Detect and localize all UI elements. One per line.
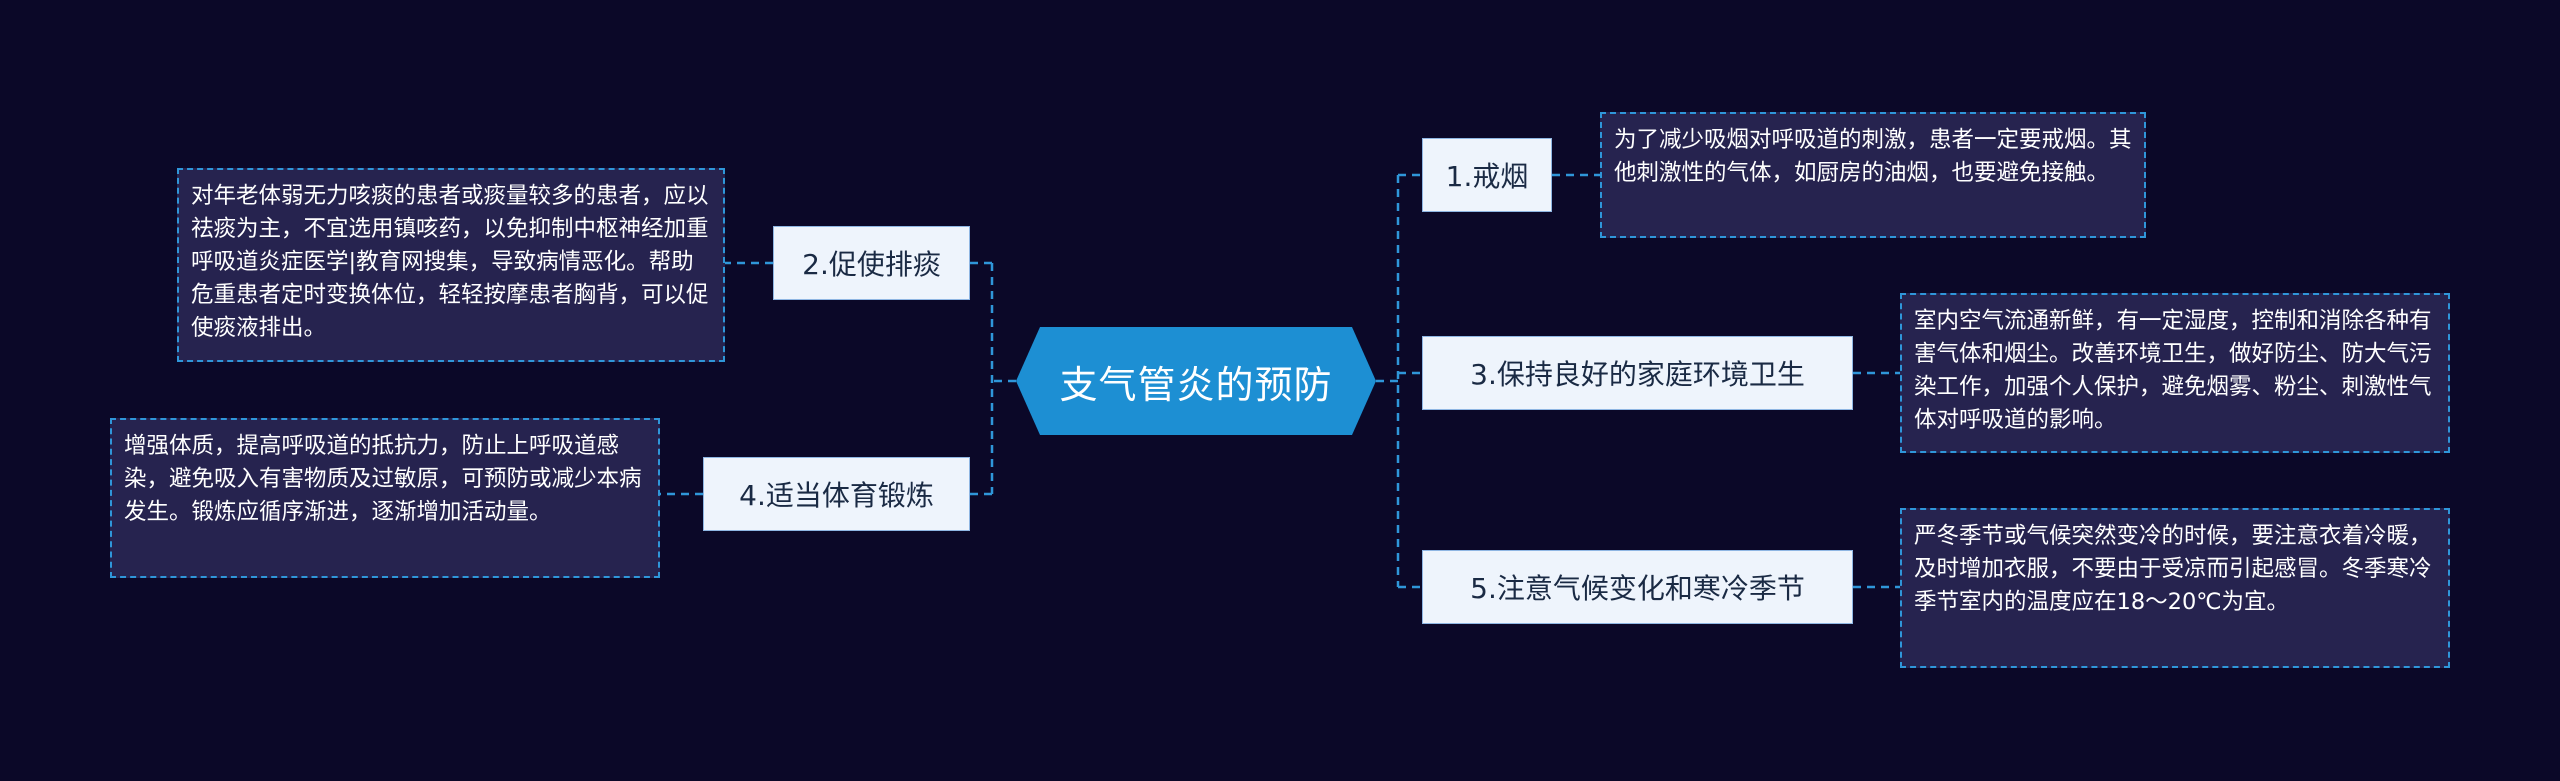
branch-quit-smoking-label: 1.戒烟	[1445, 160, 1529, 193]
leaf-exercise: 增强体质，提高呼吸道的抵抗力，防止上呼吸道感染，避免吸入有害物质及过敏原，可预防…	[110, 418, 660, 578]
leaf-promote-expectoration: 对年老体弱无力咳痰的患者或痰量较多的患者，应以祛痰为主，不宜选用镇咳药，以免抑制…	[177, 168, 725, 362]
leaf-quit-smoking: 为了减少吸烟对呼吸道的刺激，患者一定要戒烟。其他刺激性的气体，如厨房的油烟，也要…	[1600, 112, 2146, 238]
branch-promote-expectoration[interactable]: 2.促使排痰	[773, 226, 970, 300]
leaf-quit-smoking-text: 为了减少吸烟对呼吸道的刺激，患者一定要戒烟。其他刺激性的气体，如厨房的油烟，也要…	[1614, 127, 2132, 186]
branch-home-hygiene[interactable]: 3.保持良好的家庭环境卫生	[1422, 336, 1853, 410]
branch-quit-smoking[interactable]: 1.戒烟	[1422, 138, 1552, 212]
branch-weather-cold-season[interactable]: 5.注意气候变化和寒冷季节	[1422, 550, 1853, 624]
central-topic[interactable]: 支气管炎的预防	[1016, 327, 1376, 435]
leaf-weather-cold-season-text: 严冬季节或气候突然变冷的时候，要注意衣着冷暖，及时增加衣服，不要由于受凉而引起感…	[1914, 523, 2432, 615]
leaf-exercise-text: 增强体质，提高呼吸道的抵抗力，防止上呼吸道感染，避免吸入有害物质及过敏原，可预防…	[124, 433, 642, 525]
central-topic-label: 支气管炎的预防	[1059, 362, 1333, 407]
leaf-weather-cold-season: 严冬季节或气候突然变冷的时候，要注意衣着冷暖，及时增加衣服，不要由于受凉而引起感…	[1900, 508, 2450, 668]
branch-promote-expectoration-label: 2.促使排痰	[802, 248, 941, 281]
branch-weather-cold-season-label: 5.注意气候变化和寒冷季节	[1470, 572, 1805, 605]
connector-trunk-right	[1376, 175, 1400, 587]
branch-exercise[interactable]: 4.适当体育锻炼	[703, 457, 970, 531]
branch-exercise-label: 4.适当体育锻炼	[739, 479, 934, 512]
leaf-home-hygiene: 室内空气流通新鲜，有一定湿度，控制和消除各种有害气体和烟尘。改善环境卫生，做好防…	[1900, 293, 2450, 453]
connector-trunk-left	[990, 263, 1016, 494]
branch-home-hygiene-label: 3.保持良好的家庭环境卫生	[1470, 358, 1805, 391]
leaf-promote-expectoration-text: 对年老体弱无力咳痰的患者或痰量较多的患者，应以祛痰为主，不宜选用镇咳药，以免抑制…	[191, 183, 709, 341]
leaf-home-hygiene-text: 室内空气流通新鲜，有一定湿度，控制和消除各种有害气体和烟尘。改善环境卫生，做好防…	[1914, 308, 2432, 433]
